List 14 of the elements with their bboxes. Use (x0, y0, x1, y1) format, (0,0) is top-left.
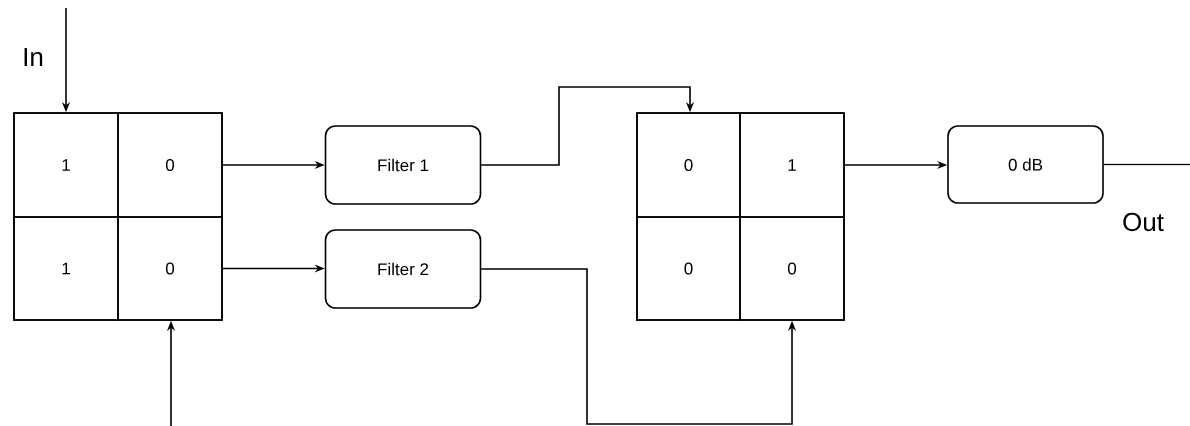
process-box: Filter 1 (324, 125, 482, 205)
matrix-cell: 0 (117, 112, 223, 218)
matrix-cell: 0 (636, 216, 741, 321)
matrix-cell: 1 (13, 216, 119, 321)
matrix-cell: 1 (13, 112, 119, 218)
process-box: 0 dB (947, 125, 1104, 204)
matrix-cell: 0 (636, 112, 741, 218)
process-box: Filter 2 (324, 229, 482, 309)
signal-label: In (24, 48, 43, 66)
matrix-cell: 0 (117, 216, 223, 321)
signal-label: Out (1123, 212, 1164, 232)
matrix-cell: 0 (739, 216, 845, 321)
arrow (480, 86, 695, 166)
matrix-cell: 1 (739, 112, 845, 218)
